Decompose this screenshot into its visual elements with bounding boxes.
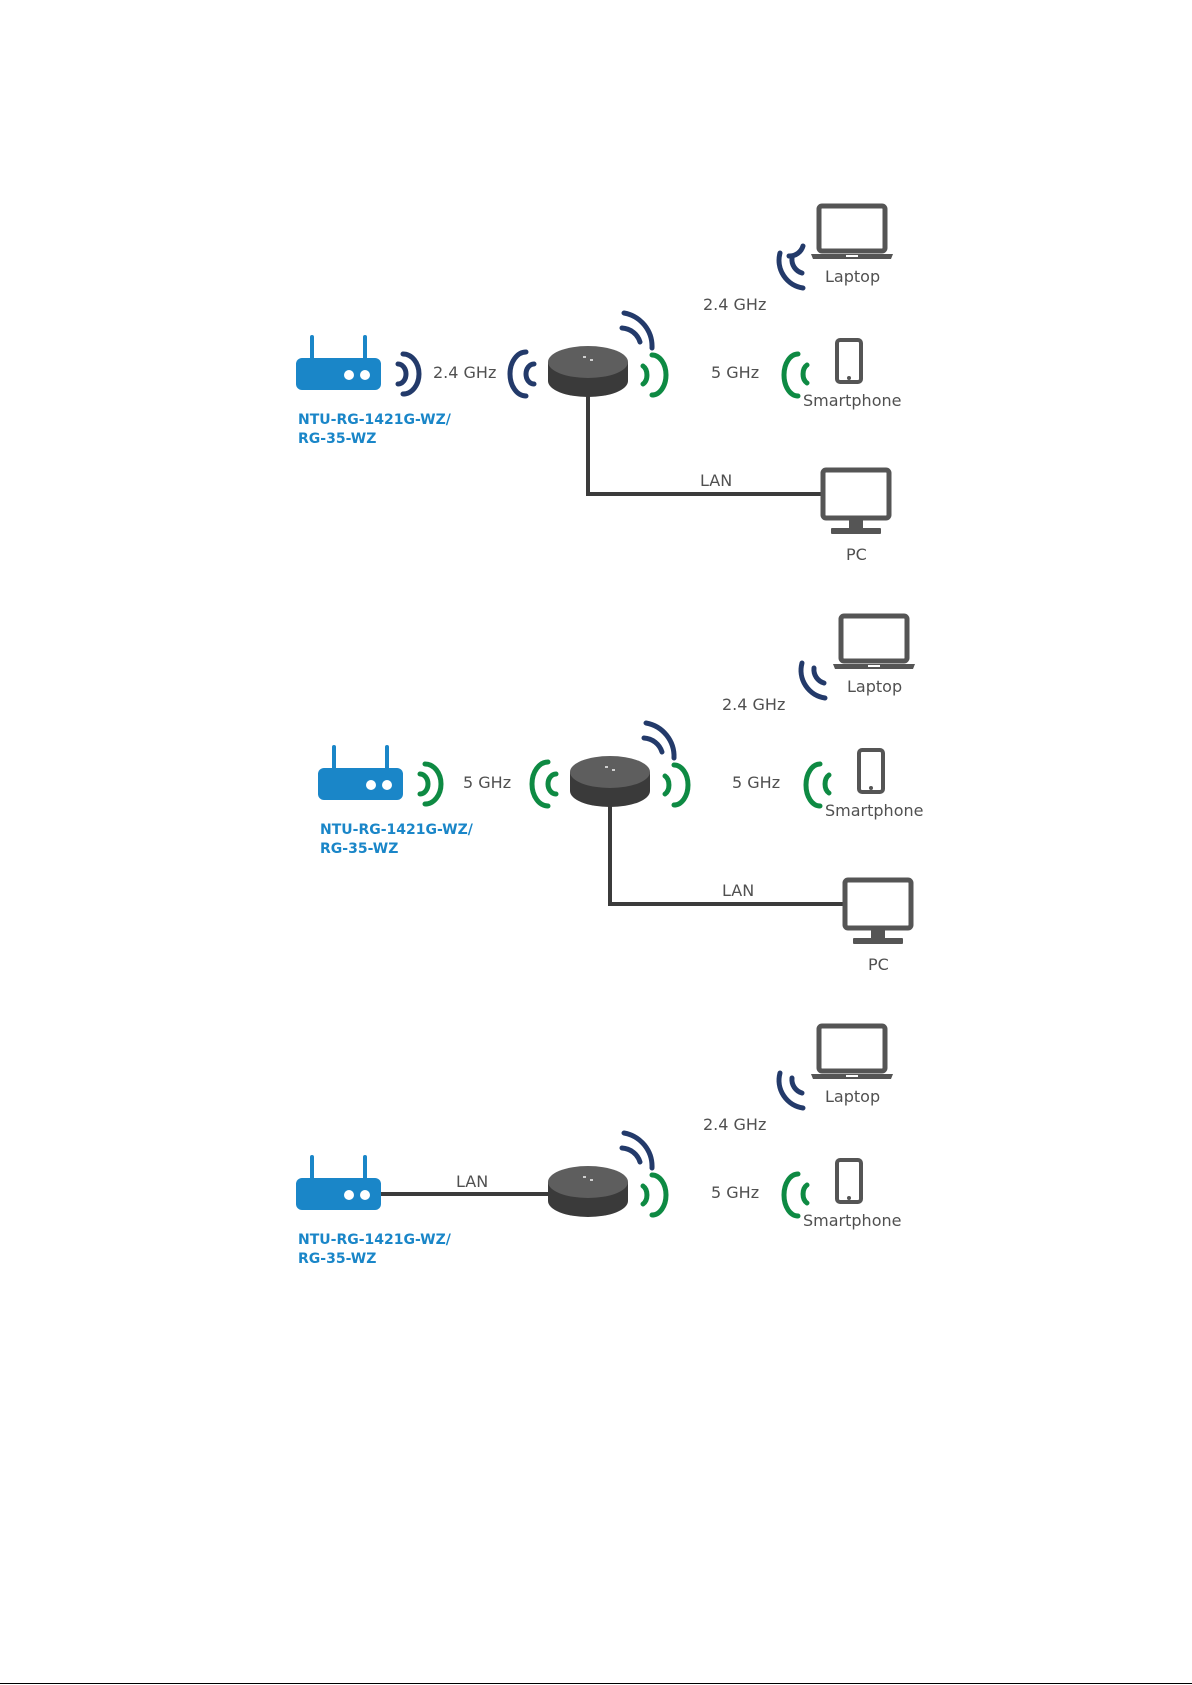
smartphone-label: Smartphone	[803, 391, 901, 410]
laptop-band-label: 2.4 GHz	[703, 295, 766, 314]
laptop-label: Laptop	[825, 267, 880, 286]
lan-label: LAN	[700, 471, 732, 490]
router-model-line2: RG-35-WZ	[320, 841, 398, 857]
laptop-wifi-waves-icon	[779, 246, 803, 288]
router-model-line1: NTU-RG-1421G-WZ/	[298, 412, 452, 428]
router-wifi-waves-icon	[420, 764, 441, 804]
wifi-extender-icon	[548, 346, 628, 397]
laptop-label: Laptop	[847, 677, 902, 696]
diagram-2: 5 GHz NTU-RG-1421G-WZ/ RG-35-WZ	[318, 616, 923, 974]
laptop-icon	[833, 616, 915, 669]
uplink-label: LAN	[456, 1172, 488, 1191]
router-model-line2: RG-35-WZ	[298, 431, 376, 447]
desktop-monitor-icon	[845, 880, 911, 944]
router-icon	[296, 335, 381, 390]
smartphone-band-label: 5 GHz	[711, 1183, 759, 1202]
pc-label: PC	[846, 545, 867, 564]
uplink-label: 5 GHz	[463, 773, 511, 792]
uplink-label: 2.4 GHz	[433, 363, 496, 382]
smartphone-label: Smartphone	[803, 1211, 901, 1230]
smartphone-icon	[837, 340, 861, 382]
pc-label: PC	[868, 955, 889, 974]
smartphone-icon	[837, 1160, 861, 1202]
smartphone-band-label: 5 GHz	[711, 363, 759, 382]
laptop-wifi-waves-icon	[779, 1073, 803, 1108]
smartphone-wifi-waves-icon	[784, 1174, 807, 1216]
router-wifi-waves-icon	[398, 354, 419, 394]
extender-right-waves-icon	[665, 765, 688, 805]
wifi-extender-icon	[570, 756, 650, 807]
router-model-line1: NTU-RG-1421G-WZ/	[320, 822, 474, 838]
extender-right-waves-icon	[643, 355, 666, 395]
extender-top-waves-icon	[644, 723, 674, 758]
laptop-icon	[811, 206, 893, 259]
diagram-1: 2.4 GHz NTU-RG-1421G-WZ/ RG-35-WZ	[296, 206, 901, 564]
diagram-3: LAN NTU-RG-1421G-WZ/ RG-35-WZ Laptop	[296, 1026, 901, 1267]
router-model-line1: NTU-RG-1421G-WZ/	[298, 1232, 452, 1248]
smartphone-band-label: 5 GHz	[732, 773, 780, 792]
extender-top-waves-icon	[622, 1133, 652, 1168]
smartphone-wifi-waves-icon	[784, 354, 807, 396]
extender-top-waves-icon	[622, 313, 652, 348]
lan-label: LAN	[722, 881, 754, 900]
page-bottom-rule	[0, 1683, 1192, 1684]
router-icon	[318, 745, 403, 800]
router-model-line2: RG-35-WZ	[298, 1251, 376, 1267]
smartphone-label: Smartphone	[825, 801, 923, 820]
smartphone-icon	[859, 750, 883, 792]
extender-right-waves-icon	[643, 1175, 666, 1215]
extender-left-waves-icon	[532, 762, 556, 806]
laptop-wifi-waves-icon	[801, 663, 825, 698]
desktop-monitor-icon	[823, 470, 889, 534]
laptop-label: Laptop	[825, 1087, 880, 1106]
smartphone-wifi-waves-icon	[806, 764, 829, 806]
laptop-band-label: 2.4 GHz	[722, 695, 785, 714]
laptop-icon	[811, 1026, 893, 1079]
laptop-band-label: 2.4 GHz	[703, 1115, 766, 1134]
wifi-extender-icon	[548, 1166, 628, 1217]
router-icon	[296, 1155, 381, 1210]
extender-left-waves-icon	[510, 352, 534, 396]
